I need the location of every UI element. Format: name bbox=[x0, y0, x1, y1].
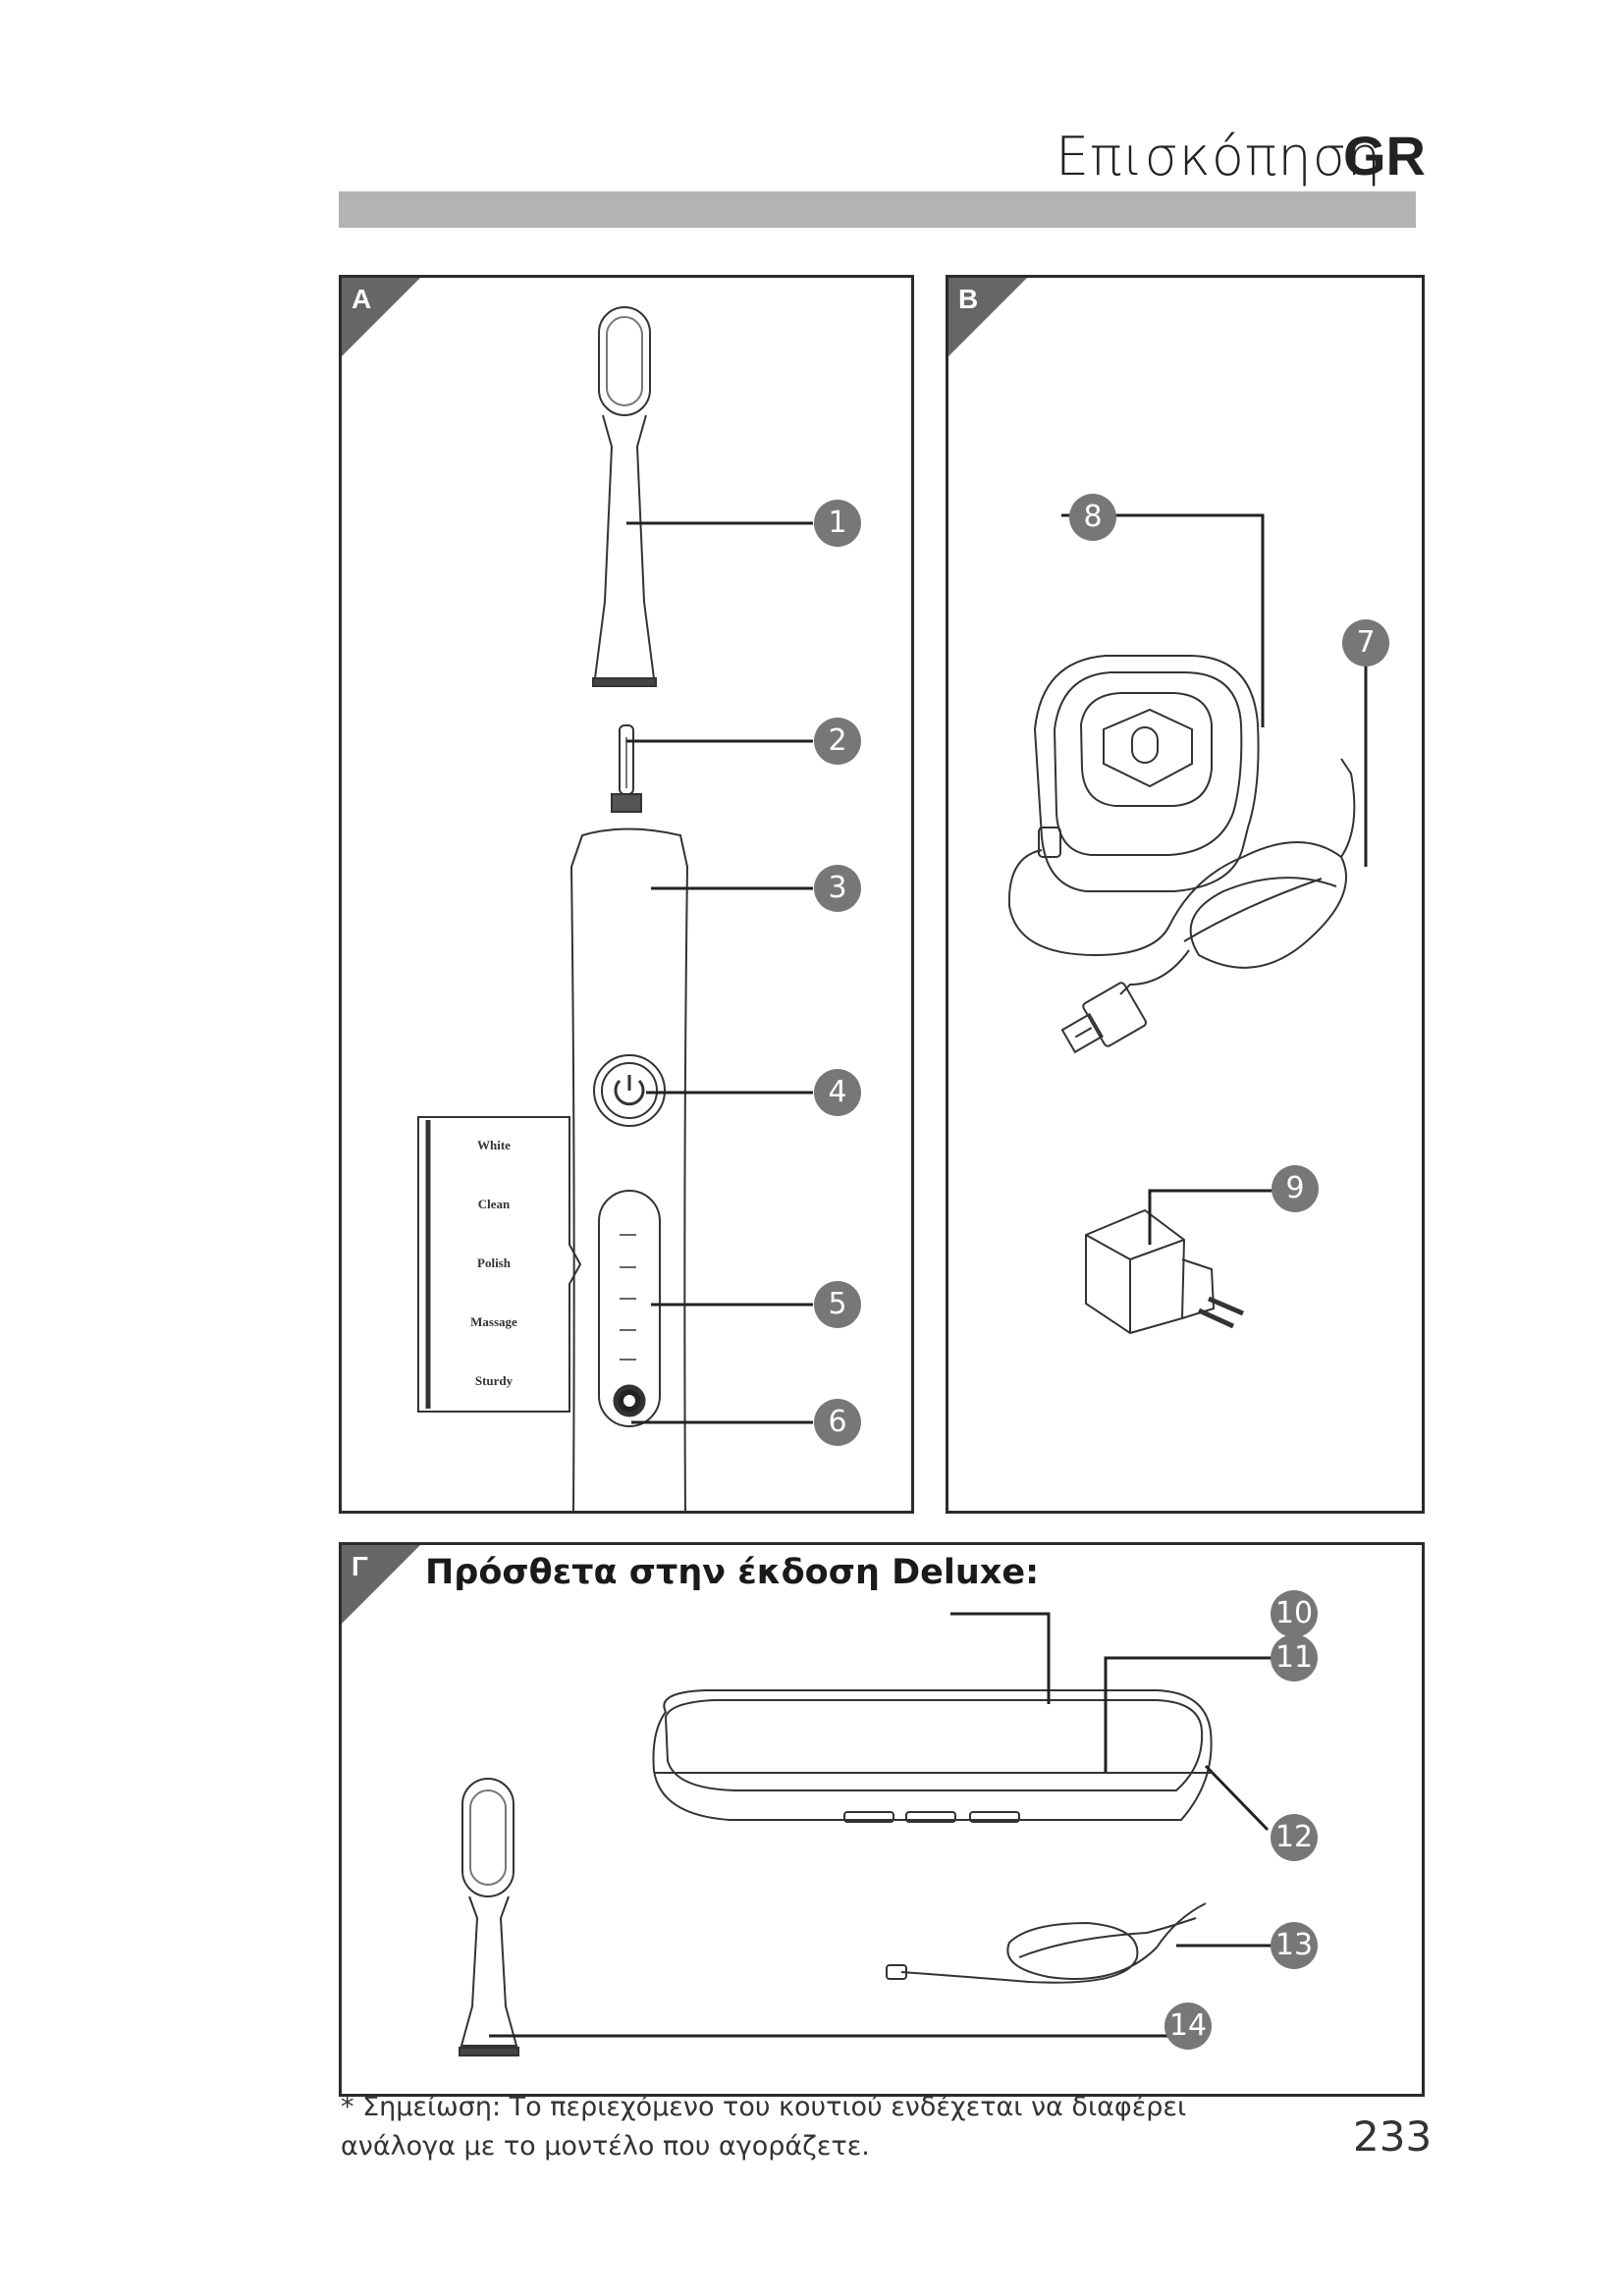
callout-3: 3 bbox=[814, 865, 861, 912]
charging-base-drawing bbox=[1007, 655, 1356, 1054]
travel-case-drawing bbox=[652, 1689, 1213, 1823]
panel-a: A bbox=[339, 275, 914, 1514]
mode-label-white: White bbox=[477, 1138, 511, 1152]
panel-a-leader-lines bbox=[626, 521, 813, 1424]
mode-label-sturdy: Sturdy bbox=[475, 1373, 514, 1388]
callout-8: 8 bbox=[1069, 494, 1116, 541]
panel-a-label: A bbox=[352, 284, 372, 314]
charger-illustration bbox=[1007, 513, 1368, 1335]
drive-shaft-drawing bbox=[611, 724, 642, 813]
panel-c: Γ Πρόσθετα στην έκδοση Deluxe: bbox=[339, 1542, 1425, 2097]
handle-drawing bbox=[569, 828, 689, 1511]
callout-12: 12 bbox=[1271, 1814, 1318, 1861]
callout-2: 2 bbox=[814, 718, 861, 765]
brush-head-drawing bbox=[592, 306, 657, 687]
callout-5: 5 bbox=[814, 1281, 861, 1328]
callout-10: 10 bbox=[1271, 1590, 1318, 1637]
callout-7: 7 bbox=[1342, 619, 1389, 667]
panel-a-corner bbox=[342, 278, 420, 356]
page-title: Επισκόπηση bbox=[1056, 126, 1382, 187]
callout-11: 11 bbox=[1271, 1634, 1318, 1682]
page-number: 233 bbox=[1353, 2112, 1433, 2161]
footnote: * Σημείωση: Το περιεχόμενο του κουτιού ε… bbox=[341, 2092, 1187, 2162]
mode-label-clean: Clean bbox=[478, 1197, 511, 1211]
spare-brush-head-drawing bbox=[459, 1778, 519, 2056]
usb-cable-drawing bbox=[886, 1902, 1207, 1984]
callout-1: 1 bbox=[814, 500, 861, 547]
panel-c-leader-lines bbox=[489, 1612, 1277, 2038]
callout-9: 9 bbox=[1272, 1165, 1319, 1212]
language-code: GR bbox=[1343, 125, 1426, 187]
header-bar bbox=[339, 191, 1416, 228]
mode-label-polish: Polish bbox=[477, 1255, 512, 1270]
callout-13: 13 bbox=[1271, 1922, 1318, 1969]
callout-6: 6 bbox=[814, 1399, 861, 1446]
panel-c-label: Γ bbox=[352, 1551, 368, 1581]
power-adapter-drawing bbox=[1085, 1208, 1244, 1335]
panel-c-corner bbox=[342, 1545, 420, 1624]
mode-labels-inset bbox=[417, 1116, 582, 1413]
deluxe-heading: Πρόσθετα στην έκδοση Deluxe: bbox=[425, 1553, 1040, 1592]
panel-b-label: B bbox=[958, 284, 979, 314]
toothbrush-illustration: White Clean Polish Massage Sturdy bbox=[417, 306, 813, 1511]
callout-4: 4 bbox=[814, 1069, 861, 1116]
panel-b: B bbox=[946, 275, 1425, 1514]
mode-label-massage: Massage bbox=[470, 1314, 517, 1329]
deluxe-accessories-illustration bbox=[459, 1612, 1277, 2056]
panel-b-corner bbox=[948, 278, 1027, 356]
callout-14: 14 bbox=[1164, 2002, 1212, 2050]
